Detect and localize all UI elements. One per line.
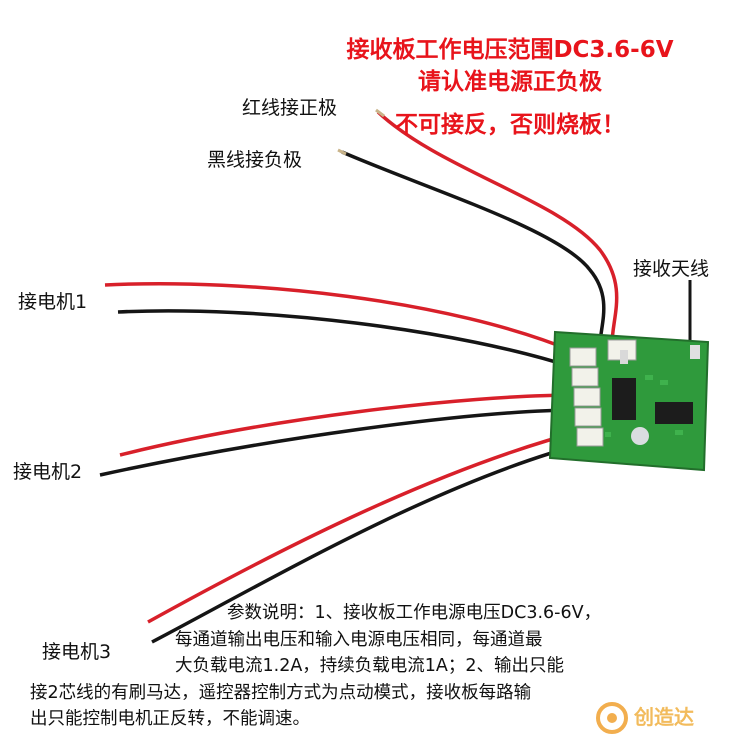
- black-wire-label: 黑线接负极: [207, 149, 303, 171]
- motor1-label: 接电机1: [18, 291, 88, 313]
- reverse-warning: 不可接反，否则烧板！: [395, 112, 625, 138]
- params-line-4: 接2芯线的有刷马达，遥控器控制方式为点动模式，接收板每路输: [30, 682, 532, 703]
- watermark-logo: 创造达: [590, 688, 748, 748]
- motor1-red-wire: [104, 282, 576, 354]
- red-wire-label: 红线接正极: [242, 97, 338, 119]
- motor2-red-wire: [119, 393, 579, 457]
- motor2-black-wire: [99, 408, 581, 477]
- motor3-red-wire: [147, 428, 586, 624]
- params-line-2: 每通道输出电压和输入电源电压相同，每通道最: [175, 629, 543, 650]
- power-black-wire: [341, 150, 606, 351]
- motor3-label: 接电机3: [42, 641, 112, 663]
- watermark-text: 创造达: [633, 705, 694, 729]
- motor2-label: 接电机2: [13, 461, 83, 483]
- motor1-black-wire: [117, 309, 576, 370]
- receiver-pcb: [548, 330, 710, 472]
- params-line-3: 大负载电流1.2A，持续负载电流1A；2、输出只能: [175, 656, 565, 676]
- motor3-black-wire: [151, 440, 591, 644]
- params-line-1: 参数说明：1、接收板工作电源电压DC3.6-6V，: [227, 603, 602, 623]
- antenna-label: 接收天线: [633, 258, 710, 280]
- power-red-wire: [376, 110, 619, 351]
- voltage-warning: 接收板工作电压范围DC3.6-6V: [346, 37, 674, 63]
- params-line-5: 出只能控制电机正反转，不能调速。: [30, 709, 310, 729]
- polarity-warning: 请认准电源正负极: [418, 69, 602, 95]
- parameter-description: 参数说明：1、接收板工作电源电压DC3.6-6V， 每通道输出电压和输入电源电压…: [30, 600, 742, 733]
